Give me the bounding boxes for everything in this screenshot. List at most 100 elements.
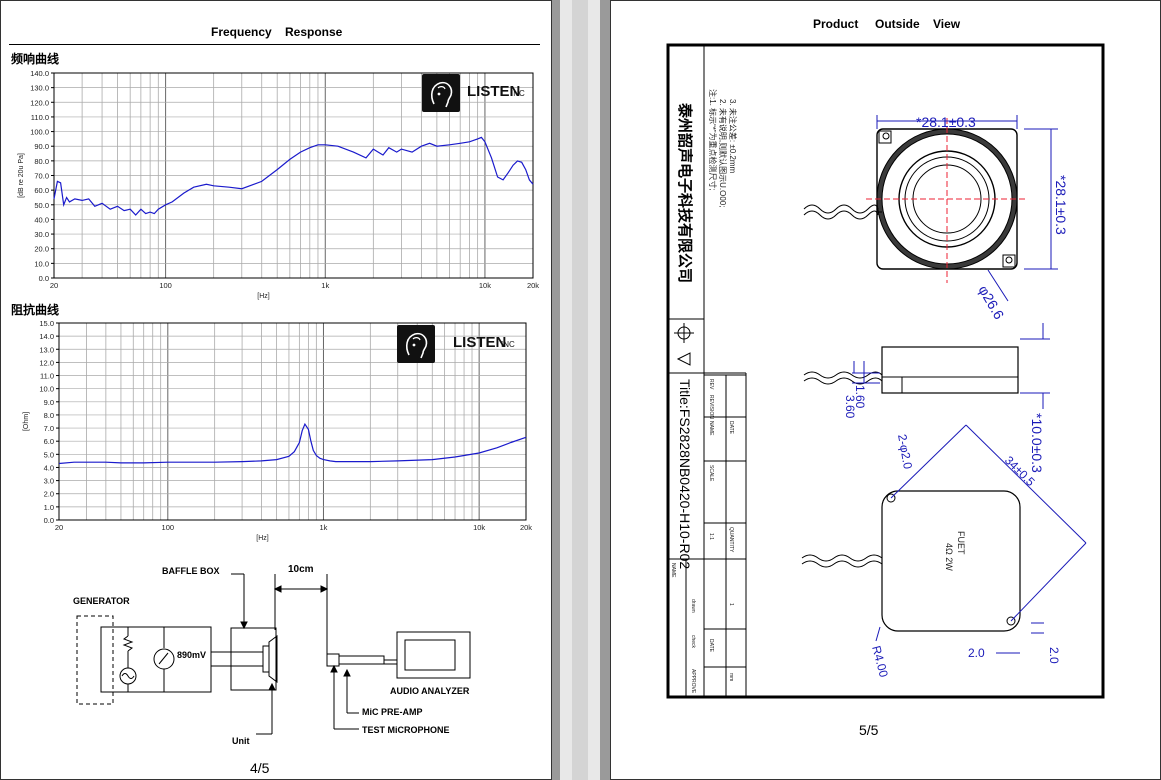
- tb-name-2: NAME: [670, 563, 676, 578]
- x-tick-label: 10k: [473, 523, 485, 532]
- x-tick-label: 20: [55, 523, 63, 532]
- x-tick-label: 1k: [321, 281, 329, 290]
- tb-approve: APPROVE: [690, 669, 696, 694]
- y-tick-label: 110.0: [31, 113, 49, 122]
- measurement-setup-diagram: GENERATOR BAFFLE BOX 10cm 890mV AUDIO AN…: [73, 564, 471, 746]
- gutter-scrollbar[interactable]: [572, 0, 588, 780]
- title-block-title: Title:FS2828NB0420-H10-R02: [677, 379, 693, 569]
- y-tick-label: 40.0: [34, 215, 49, 224]
- tb-scale-value: 1:1: [708, 533, 714, 540]
- product-label-brand: FUET: [956, 531, 966, 555]
- y-tick-label: 0.0: [44, 516, 54, 525]
- listen-logo-text: LISTEN: [467, 83, 521, 100]
- page-gutter: [560, 0, 600, 780]
- tb-date: DATE: [728, 421, 734, 435]
- y-tick-label: 2.0: [44, 490, 54, 499]
- unit-speaker-icon: [268, 635, 278, 683]
- tb-scale: SCALE: [708, 465, 714, 482]
- page-title-view: View: [933, 17, 961, 31]
- dim-thickness: *10.0±0.3: [1029, 413, 1045, 473]
- imp-section-label: 阻抗曲线: [11, 303, 60, 317]
- y-tick-label: 50.0: [34, 201, 49, 210]
- y-tick-label: 0.0: [39, 274, 49, 283]
- plot-frame: [58, 322, 527, 521]
- distance-label: 10cm: [288, 564, 314, 575]
- dim-diameter: φ26.6: [975, 283, 1007, 323]
- test-microphone-label: TEST MiCROPHONE: [362, 725, 450, 735]
- audio-analyzer-box: [396, 631, 471, 679]
- product-label-spec: 4Ω 2W: [944, 543, 954, 571]
- tb-quantity: QUANTITY: [728, 527, 734, 553]
- company-name: 泰州韶声电子科技有限公司: [676, 102, 694, 283]
- drawing-note-2: 2. 未有说明,则默认图示U.O00;: [718, 99, 728, 207]
- dim-holes: 2-φ2.0: [895, 433, 915, 470]
- y-tick-label: 4.0: [44, 463, 54, 472]
- dim-hole-offset-y: 2.0: [1047, 647, 1061, 664]
- y-tick-label: 5.0: [44, 450, 54, 459]
- y-axis-label: [dB re 20u Pa]: [18, 153, 25, 198]
- page-title-product: Product: [813, 17, 859, 31]
- y-tick-label: 130.0: [30, 84, 49, 93]
- voltmeter-icon: [153, 648, 175, 670]
- y-tick-label: 1.0: [44, 503, 54, 512]
- x-axis-label: [Hz]: [257, 293, 270, 300]
- title-rule: [9, 44, 540, 45]
- side-view: [803, 323, 1050, 409]
- y-tick-label: 30.0: [34, 230, 49, 239]
- y-tick-label: 140.0: [30, 69, 49, 78]
- dim-lead-1: 1.60: [853, 385, 867, 409]
- x-tick-label: 20k: [520, 523, 532, 532]
- page-title-outside: Outside: [875, 17, 920, 31]
- listen-logo: LISTEN INC: [422, 74, 526, 112]
- y-tick-label: 120.0: [30, 98, 49, 107]
- drawing-note-3: 3. 未注公差: ±0.2mm: [728, 99, 738, 174]
- y-tick-label: 11.0: [40, 372, 54, 381]
- y-tick-label: 20.0: [34, 245, 49, 254]
- top-view: [803, 115, 1058, 302]
- baffle-box: [230, 627, 277, 691]
- series-line-spl: [53, 136, 534, 216]
- drawing-note-1: 注:1. 标示“*”为重点检测尺寸;: [708, 89, 718, 191]
- tb-rev: REV: [708, 379, 714, 390]
- x-tick-label: 1k: [320, 523, 328, 532]
- y-tick-label: 7.0: [44, 424, 54, 433]
- y-tick-label: 9.0: [44, 398, 54, 407]
- x-tick-label: 10k: [479, 281, 491, 290]
- dim-width-top: *28.1±0.3: [916, 114, 976, 130]
- tb-date-2: DATE: [708, 639, 714, 653]
- listen-logo-2: LISTEN INC: [397, 325, 523, 363]
- listen-logo-text-2: LISTEN: [453, 334, 507, 351]
- y-tick-label: 6.0: [44, 437, 54, 446]
- x-tick-label: 20: [50, 281, 58, 290]
- tb-name: NAME: [708, 421, 714, 436]
- voltage-label: 890mV: [177, 650, 206, 660]
- y-tick-label: 80.0: [34, 157, 49, 166]
- x-tick-label: 100: [162, 523, 175, 532]
- document-page-5: Product Outside View 泰州韶声电子科技有限公司 注:1. 标: [610, 0, 1161, 780]
- bottom-view: [801, 424, 1087, 654]
- x-tick-label: 20k: [527, 281, 539, 290]
- series-line-impedance: [58, 422, 527, 465]
- y-tick-label: 70.0: [34, 172, 49, 181]
- tb-unit: mm: [728, 673, 734, 681]
- audio-analyzer-label: AUDIO ANALYZER: [390, 686, 470, 696]
- y-tick-label: 100.0: [30, 128, 49, 137]
- dim-radius: R4.00: [869, 644, 891, 679]
- drawing-frame: [666, 43, 1105, 699]
- listen-logo-mark: [422, 74, 460, 112]
- y-tick-label: 3.0: [44, 477, 54, 486]
- microphone-icon: [326, 653, 340, 667]
- plot-frame: [53, 72, 534, 279]
- y-tick-label: 15.0: [39, 319, 54, 328]
- listen-logo-mark-2: [397, 325, 435, 363]
- generator-box: [100, 626, 212, 693]
- y-tick-label: 14.0: [39, 332, 54, 341]
- tb-quantity-value: 1: [728, 603, 734, 606]
- x-tick-label: 100: [159, 281, 172, 290]
- tb-revision: REVISION: [708, 395, 714, 419]
- page-title-frequency: Frequency: [211, 25, 272, 39]
- y-axis-label: [Ohm]: [23, 412, 30, 431]
- baffle-box-label: BAFFLE BOX: [162, 566, 220, 576]
- page-number-right: 5/5: [859, 722, 879, 738]
